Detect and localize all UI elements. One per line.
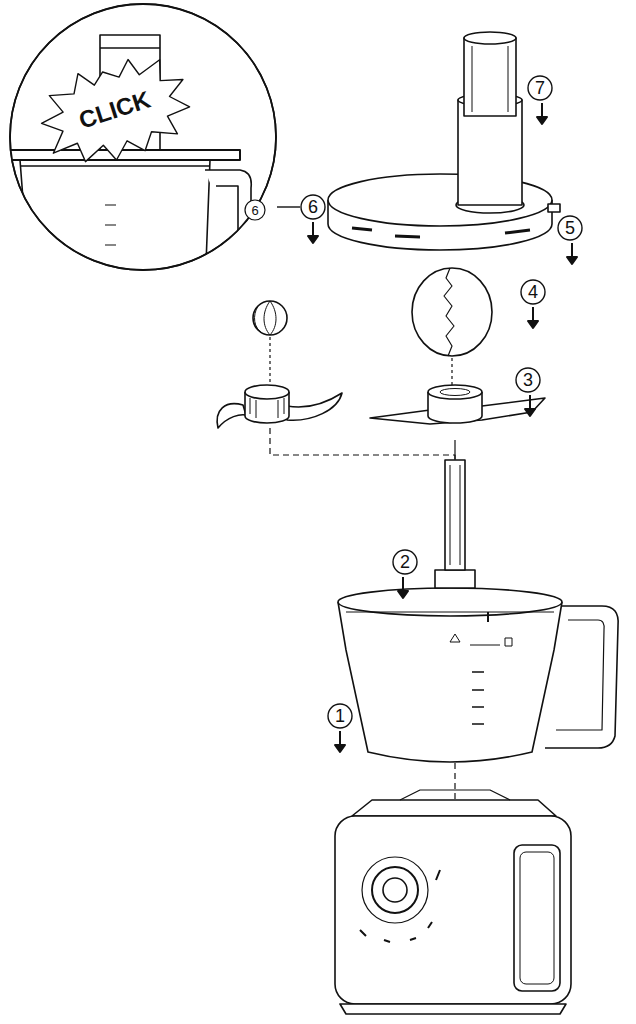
bowl	[338, 440, 618, 762]
click-starburst	[30, 43, 200, 178]
callout-number: 6	[308, 198, 318, 216]
callout-number: 5	[565, 219, 575, 237]
callout-markers	[301, 76, 582, 752]
callout-number: 4	[528, 283, 538, 301]
click-text: CLICK	[76, 87, 153, 132]
emulsifying-disc	[412, 268, 492, 388]
magnified-detail	[5, 4, 300, 290]
callout-number: 2	[400, 553, 410, 571]
callout-number: 3	[523, 371, 533, 389]
callout-number: 1	[335, 707, 345, 725]
motor-base	[335, 790, 571, 1014]
lid	[328, 32, 560, 250]
callout-number: 7	[535, 79, 545, 97]
chopping-blade	[217, 301, 342, 428]
s-blade	[370, 385, 545, 424]
callout-number: 6	[251, 204, 258, 217]
